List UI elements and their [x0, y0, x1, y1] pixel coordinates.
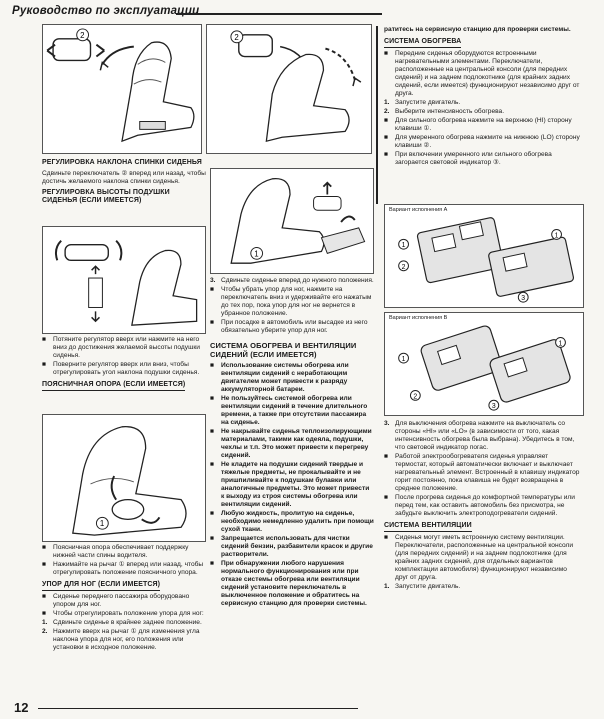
warning-bullet-icon: ■	[210, 510, 214, 518]
svg-text:3: 3	[492, 403, 496, 410]
warning-bullet-icon: ■	[210, 361, 214, 369]
bullet-icon: ■	[42, 336, 46, 343]
svg-text:3: 3	[521, 295, 525, 302]
page-title: Руководство по эксплуатации	[12, 5, 200, 17]
cushion-height-figure	[42, 226, 206, 334]
warning-item: ■Запрещается использовать для чистки сид…	[210, 535, 373, 559]
lumbar-heading: ПОЯСНИЧНАЯ ОПОРА (ЕСЛИ ИМЕЕТСЯ)	[42, 381, 186, 391]
bullet-icon: ■	[384, 533, 388, 541]
warning-bullet-icon: ■	[210, 560, 214, 568]
left-column-lower: ■Поясничная опора обеспечивает поддержку…	[42, 544, 206, 653]
ventilation-item: ■Сиденья могут иметь встроенную систему …	[384, 533, 574, 582]
footrest-note: ■При посадке в автомобиль или высадке из…	[210, 319, 368, 335]
bullet-icon: ■	[210, 286, 214, 294]
svg-text:2: 2	[402, 264, 406, 271]
svg-text:1: 1	[555, 232, 559, 239]
svg-text:1: 1	[402, 242, 406, 249]
svg-text:1: 1	[402, 356, 406, 363]
left-column-middle: ■Потяните регулятор вверх или нажмите на…	[42, 336, 206, 393]
heating-item: ■Передние сиденья оборудуются встроенным…	[384, 49, 580, 97]
right-column-lower: 3.Для выключения обогрева нажмите на вык…	[384, 420, 580, 592]
heating-subitem: ■Для умеренного обогрева нажмите на нижн…	[384, 133, 580, 149]
left-column-upper: РЕГУЛИРОВКА НАКЛОНА СПИНКИ СИДЕНЬЯ Сдвин…	[42, 156, 206, 208]
bullet-icon: ■	[384, 49, 388, 57]
bullet-icon: ■	[384, 116, 388, 124]
page-header: Руководство по эксплуатации	[8, 3, 590, 19]
svg-text:1: 1	[254, 249, 258, 258]
warning-bullet-icon: ■	[210, 535, 214, 543]
footrest-note: ■Чтобы убрать упор для ног, нажмите на п…	[210, 286, 372, 318]
svg-text:2: 2	[234, 33, 238, 42]
footrest-step: 1.Сдвиньте сиденье в крайнее заднее поло…	[42, 618, 202, 626]
variant-a-caption: Вариант исполнения A	[389, 207, 448, 213]
heating-step-3: 3.Для выключения обогрева нажмите на вык…	[384, 420, 575, 452]
heating-ventilation-heading: СИСТЕМА ОБОГРЕВА И ВЕНТИЛЯЦИИ СИДЕНИЙ (Е…	[210, 341, 357, 360]
warning-item: ■Не накрывайте сиденья теплоизолирующими…	[210, 427, 372, 459]
ventilation-heading: СИСТЕМА ВЕНТИЛЯЦИИ	[384, 522, 472, 532]
heating-subitem: ■При включении умеренного или сильного о…	[384, 150, 552, 166]
heating-subitem: ■Для сильного обогрева нажмите на верхню…	[384, 116, 572, 132]
backrest-text: Сдвиньте переключатель ② вперед или наза…	[42, 169, 206, 185]
bullet-icon: ■	[42, 544, 46, 551]
backrest-figure: 2	[42, 24, 202, 154]
svg-text:1: 1	[559, 340, 563, 347]
warning-item: ■Любую жидкость, пролитую на сиденье, не…	[210, 510, 374, 534]
warning-bullet-icon: ■	[210, 427, 214, 435]
lumbar-item: ■Нажимайте на рычаг ① вперед или назад, …	[42, 561, 204, 577]
bullet-icon: ■	[42, 609, 46, 617]
footrest-figure: 1	[210, 168, 374, 274]
right-column-upper: ратитесь на сервисную станцию для провер…	[384, 26, 580, 168]
svg-text:2: 2	[413, 393, 417, 400]
heating-note: ■После прогрева сиденья до комфортной те…	[384, 494, 575, 518]
switch-variant-b-figure: Вариант исполнения B 1 2 1 3	[384, 312, 584, 416]
heating-step: 2.Выберите интенсивность обогрева.	[384, 107, 505, 115]
footrest-item: ■Сиденье переднего пассажира оборудовано…	[42, 592, 190, 608]
header-rule	[176, 13, 382, 15]
cushion-heading: РЕГУЛИРОВКА ВЫСОТЫ ПОДУШКИ СИДЕНЬЯ (ЕСЛИ…	[42, 188, 170, 205]
bullet-icon: ■	[384, 150, 388, 158]
warning-bullet-icon: ■	[210, 460, 214, 468]
warning-item: ■Использование системы обогрева или вент…	[210, 361, 349, 393]
column-divider	[376, 26, 378, 204]
warning-item: ■При обнаружении любого нарушения нормал…	[210, 560, 367, 608]
footrest-step-3: 3.Сдвиньте сиденье вперед до нужного пол…	[210, 277, 374, 284]
warning-item: ■Не кладите на подушки сидений твердые и…	[210, 460, 370, 509]
bullet-icon: ■	[42, 361, 46, 369]
warning-bullet-icon: ■	[210, 394, 214, 402]
bullet-icon: ■	[384, 133, 388, 141]
footrest-item: ■Чтобы отрегулировать положение упора дл…	[42, 609, 204, 617]
cushion-item: ■Потяните регулятор вверх или нажмите на…	[42, 336, 200, 360]
switch-variant-a-figure: Вариант исполнения A 1 2 1 3	[384, 204, 584, 308]
bullet-icon: ■	[42, 592, 46, 600]
bullet-icon: ■	[42, 561, 46, 569]
footrest-heading: УПОР ДЛЯ НОГ (ЕСЛИ ИМЕЕТСЯ)	[42, 581, 161, 591]
svg-text:1: 1	[100, 519, 104, 528]
ventilation-step: 1.Запустите двигатель.	[384, 583, 461, 591]
svg-text:2: 2	[80, 31, 84, 40]
footrest-step: 2.Нажмите вверх на рычаг ① для изменения…	[42, 627, 200, 651]
page-number: 12	[14, 700, 29, 715]
bullet-icon: ■	[210, 319, 214, 327]
bullet-icon: ■	[384, 494, 388, 502]
continuation-text: ратитесь на сервисную станцию для провер…	[384, 26, 571, 33]
lumbar-item: ■Поясничная опора обеспечивает поддержку…	[42, 544, 189, 560]
lumbar-figure: 1	[42, 414, 206, 542]
heating-step: 1.Запустите двигатель.	[384, 98, 461, 106]
middle-column: 3.Сдвиньте сиденье вперед до нужного пол…	[210, 277, 374, 609]
bullet-icon: ■	[384, 453, 388, 461]
backrest-recline-figure: 2	[206, 24, 372, 154]
heating-note: ■Работой электрообогревателя сиденья упр…	[384, 453, 580, 493]
footer-rule	[38, 708, 358, 709]
backrest-heading: РЕГУЛИРОВКА НАКЛОНА СПИНКИ СИДЕНЬЯ	[42, 159, 202, 166]
cushion-item: ■Поверните регулятор вверх или вниз, что…	[42, 361, 200, 377]
heating-heading: СИСТЕМА ОБОГРЕВА	[384, 38, 462, 48]
variant-b-caption: Вариант исполнения B	[389, 315, 448, 321]
warning-item: ■Не пользуйтесь системой обогрева или ве…	[210, 394, 368, 426]
